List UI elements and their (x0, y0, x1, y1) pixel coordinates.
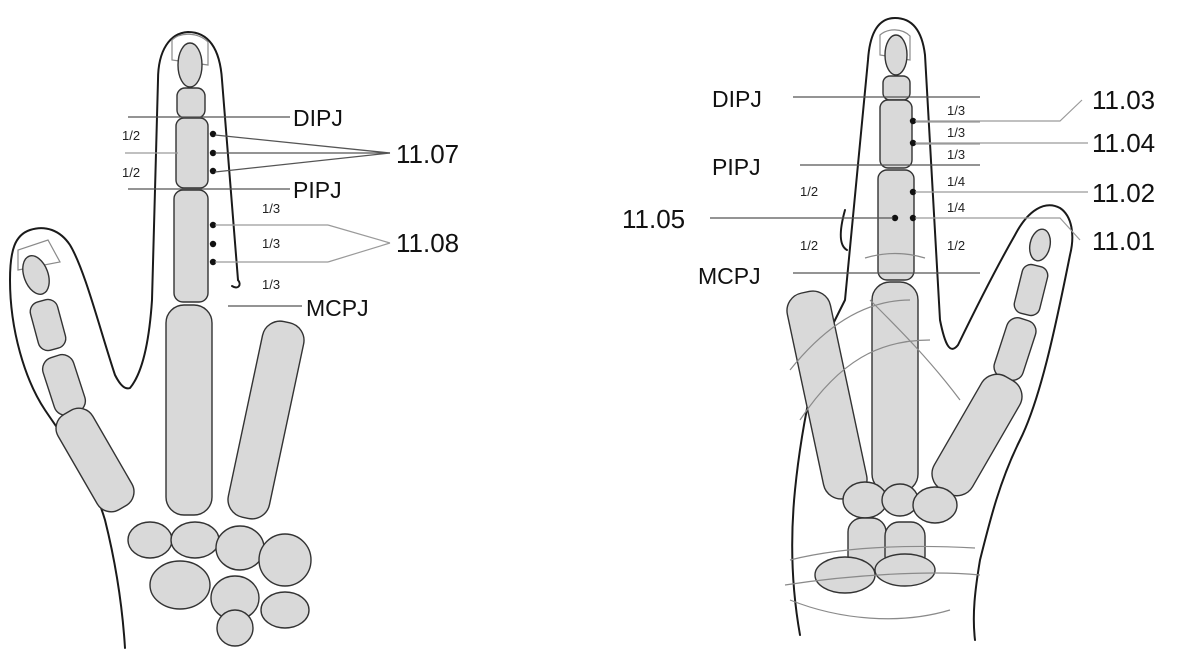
right-frac-left-upper: 1/2 (800, 184, 818, 199)
left-leader-1108-b (328, 225, 390, 243)
right-middle-bones (872, 35, 918, 492)
right-leader-1101 (915, 218, 1080, 240)
left-mcpj-label: MCPJ (306, 295, 369, 321)
left-frac-prox-2: 1/3 (262, 236, 280, 251)
right-mcpj-label: MCPJ (698, 263, 761, 289)
right-dipj-label: DIPJ (712, 86, 762, 112)
right-code-1103: 11.03 (1092, 85, 1155, 115)
left-hand: DIPJ PIPJ MCPJ 11.07 11.08 1/2 1/2 1/3 1… (10, 32, 459, 648)
right-frac-prox-b: 1/4 (947, 200, 965, 215)
right-frac-mid-3: 1/3 (947, 147, 965, 162)
right-pipj-label: PIPJ (712, 154, 761, 180)
right-frac-mid-1: 1/3 (947, 103, 965, 118)
right-ring-bones (925, 227, 1053, 502)
right-frac-mid-2: 1/3 (947, 125, 965, 140)
left-leader-1107-a (215, 135, 390, 153)
right-frac-right-lower: 1/2 (947, 238, 965, 253)
left-frac-prox-1: 1/3 (262, 201, 280, 216)
left-hand-outline-tip (232, 280, 240, 287)
right-code-1104: 11.04 (1092, 128, 1155, 158)
right-leader-1103 (915, 100, 1082, 121)
left-dipj-label: DIPJ (293, 105, 343, 131)
left-dot-3 (210, 168, 216, 174)
right-code-1101: 11.01 (1092, 226, 1155, 256)
right-code-1102: 11.02 (1092, 178, 1155, 208)
left-leader-1107-c (215, 153, 390, 172)
right-hand-hook (841, 210, 847, 250)
right-frac-prox-a: 1/4 (947, 174, 965, 189)
left-frac-mid-bottom: 1/2 (122, 165, 140, 180)
left-frac-mid-top: 1/2 (122, 128, 140, 143)
left-carpals (128, 522, 311, 646)
left-middle-bones (166, 43, 212, 515)
left-ring-bones (225, 318, 308, 522)
left-dot-5 (210, 241, 216, 247)
left-dot-1 (210, 131, 216, 137)
left-code-1108: 11.08 (396, 228, 459, 258)
right-frac-left-lower: 1/2 (800, 238, 818, 253)
right-code-1105: 11.05 (622, 204, 685, 234)
right-hand: DIPJ PIPJ MCPJ 11.03 11.04 11.02 11.05 1… (622, 18, 1155, 640)
left-pipj-label: PIPJ (293, 177, 342, 203)
left-code-1107: 11.07 (396, 139, 459, 169)
left-frac-prox-3: 1/3 (262, 277, 280, 292)
left-leader-1108-d (328, 243, 390, 262)
